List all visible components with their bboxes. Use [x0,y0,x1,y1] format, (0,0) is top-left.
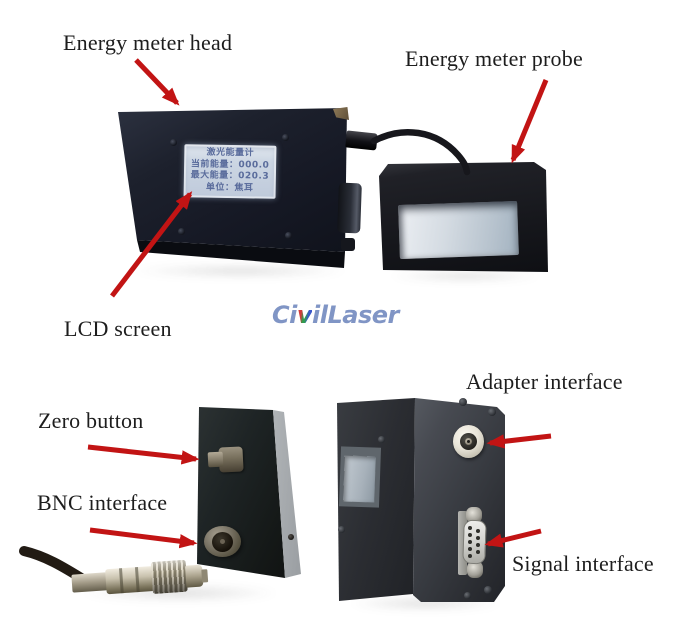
screw-icon [378,436,385,443]
screw-icon [464,592,471,599]
adapter-connector-pinhole [467,440,470,443]
head-side-connector-bump [341,238,355,251]
arrow-bnc-interface [89,527,198,549]
brand-prefix: Ci [272,301,297,329]
screw-icon [488,408,496,416]
label-signal-interface: Signal interface [512,551,654,576]
brand-suffix: ilLaser [312,301,399,329]
head-top-edge-highlight [333,107,349,120]
screw-icon [170,139,177,146]
energy-meter-head-device: 激光能量计 当前能量：000.0 最大能量：020.3 单位：焦耳 [112,101,364,271]
db9-pin-hole [468,554,472,558]
screw-icon [282,134,289,141]
db9-pin-hole [468,547,472,551]
screw-icon [484,586,492,594]
screw-icon [178,228,185,235]
arrow-zero-button [87,444,200,465]
label-adapter-interface: Adapter interface [466,369,623,394]
screw-icon [288,534,294,540]
label-zero-button: Zero button [38,408,144,433]
db9-pin-hole [476,543,480,547]
head-shadow [130,264,350,278]
probe-side-panel [194,404,304,586]
probe-shadow [388,270,543,282]
db9-pin-hole [476,536,480,540]
bnc-connector-pin [220,539,225,544]
db9-pin-hole [476,550,480,554]
energy-meter-probe-device [376,158,552,276]
brand-accent-letter: v [296,301,313,329]
screw-icon [285,232,292,239]
arrow-energy-meter-head [134,58,180,106]
probe-cable-path [370,129,471,176]
arrow-energy-meter-probe [510,79,549,164]
arrow-lcd-screen [110,191,193,298]
brand-watermark: CivilLaser [272,301,399,329]
screw-icon [459,398,467,406]
db9-pin-hole [476,529,480,533]
db9-jackscrew-top [466,507,482,523]
arrow-adapter-interface [486,433,552,449]
db9-pin-hole [468,533,472,537]
label-lcd-screen: LCD screen [64,316,172,341]
db9-pin-hole [468,526,472,530]
db9-jackscrew-bottom [467,561,483,578]
db9-pin-hole [468,540,472,544]
label-bnc-interface: BNC interface [37,490,168,515]
arrow-signal-interface [484,528,542,548]
label-energy-meter-probe: Energy meter probe [405,46,583,71]
screw-icon [338,526,345,533]
label-energy-meter-head: Energy meter head [63,30,233,55]
